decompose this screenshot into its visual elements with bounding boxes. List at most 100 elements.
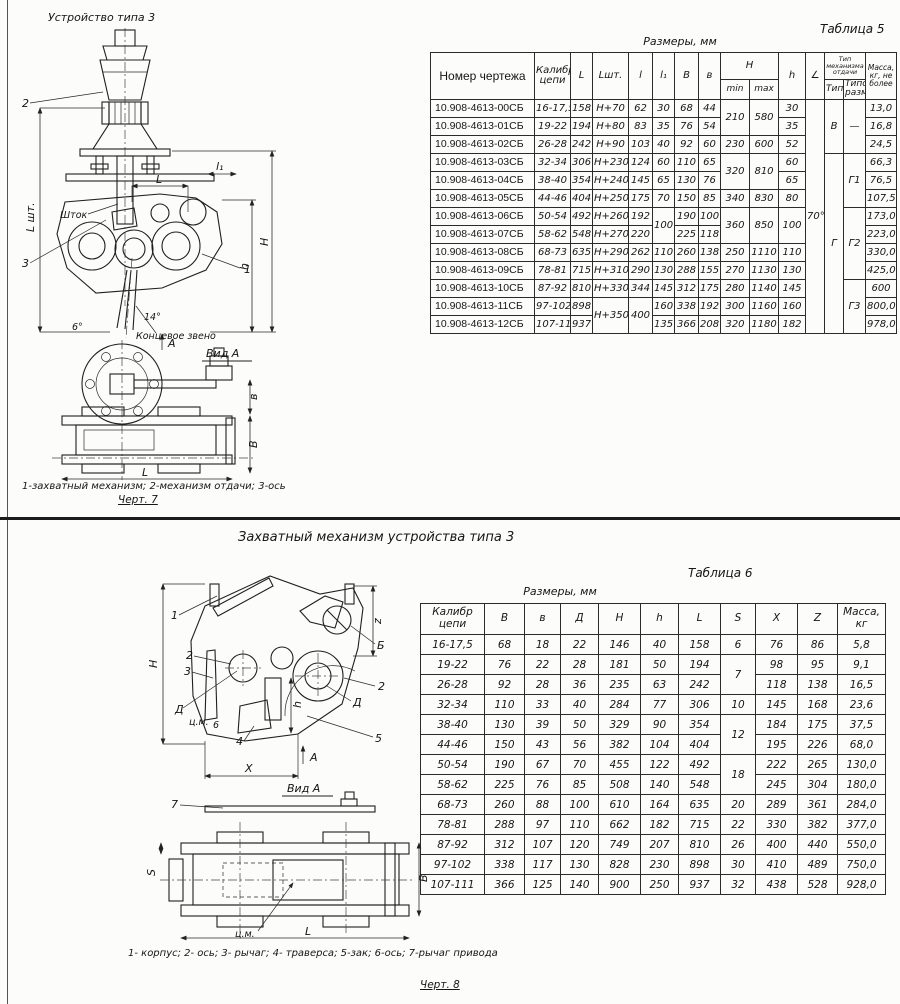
cell: 40 (560, 694, 599, 715)
cell: 10.908-4613-02СБ (430, 134, 535, 154)
cell: Г1 (843, 152, 866, 208)
cell: 354 (678, 714, 721, 735)
cell: 10.908-4613-03СБ (430, 152, 535, 172)
table-row: 10.908-4613-00СБ 16-17,5 158 H+70 62 30 … (430, 98, 897, 334)
cell: 158 (678, 634, 721, 655)
cell: 194 (570, 116, 593, 136)
col-header: S (720, 603, 756, 635)
cell: 192 (628, 206, 653, 226)
view-arrow-label: А (309, 751, 318, 764)
cell: 58-62 (534, 224, 571, 244)
cell: 10.908-4613-05СБ (430, 188, 535, 208)
fig8-caption: 1- корпус; 2- ось; 3- рычаг; 4- траверса… (128, 948, 498, 959)
table-row: 10.908-4613-02СБ 26-28 242 H+90 103 40 9… (430, 134, 897, 154)
cell: 749 (598, 834, 641, 855)
cell: 130 (560, 854, 599, 875)
table-row: 68-73 260 88 100 610 164 635 20 289 361 … (420, 794, 886, 815)
cell: 26-28 (534, 134, 571, 154)
cell: 140 (560, 874, 599, 895)
table-row: 10.908-4613-05СБ 44-46 404 H+250 175 70 … (430, 188, 897, 208)
cell: 145 (755, 694, 798, 715)
cell: 377,0 (837, 814, 886, 835)
cell: 750,0 (837, 854, 886, 875)
cell: 76 (698, 170, 721, 190)
callout-4: 4 (236, 735, 243, 748)
cell: 400 (628, 296, 653, 334)
cell: 85 (698, 188, 721, 208)
cell: 78-81 (534, 260, 571, 280)
cell: 230 (720, 134, 750, 154)
cell: 85 (560, 774, 599, 795)
cell: 230 (640, 854, 679, 875)
cell: 10.908-4613-09СБ (430, 260, 535, 280)
col-header: X (755, 603, 798, 635)
cell: — (843, 98, 866, 154)
cell: 175 (628, 188, 653, 208)
cell: 50 (640, 654, 679, 675)
cell: 9,1 (837, 654, 886, 675)
cell: 23,6 (837, 694, 886, 715)
cell: 610 (598, 794, 641, 815)
callout-3: 3 (184, 665, 191, 678)
col-header: l (628, 52, 653, 100)
cell: 100 (560, 794, 599, 815)
cell: 155 (698, 260, 721, 280)
dim-L-bottom-label: L (142, 466, 148, 479)
cell: 138 (698, 242, 721, 262)
cell: 110 (652, 242, 675, 262)
cell: 508 (598, 774, 641, 795)
col-header: ∠ (805, 52, 825, 100)
cell: 118 (698, 224, 721, 244)
cell: 10.908-4613-04СБ (430, 170, 535, 190)
cell: 290 (628, 260, 653, 280)
table-row: 38-40 130 39 50 329 90 354 12 184 175 37… (420, 714, 886, 755)
cell: 40 (652, 134, 675, 154)
cell: 16,8 (865, 116, 897, 136)
view-arrow-label: А (167, 337, 176, 350)
cell: 80 (778, 188, 806, 208)
cell: 288 (674, 260, 699, 280)
fig8-drawing: Н z h X А 1 2 3 Д ц.м. 6 4 5 Б 2 Д Вид А (145, 575, 430, 941)
cell: 6 (720, 634, 756, 655)
cell: 404 (678, 734, 721, 755)
cell: 50 (560, 714, 599, 735)
cell: 10.908-4613-07СБ (430, 224, 535, 244)
cell: 225 (674, 224, 699, 244)
cell: 30 (652, 98, 675, 118)
cell: 22 (720, 814, 756, 835)
cell: 118 (755, 674, 798, 695)
cell: 58-62 (420, 774, 485, 795)
cell: 150 (484, 734, 525, 755)
cell: 30 (720, 854, 756, 875)
cell: 40 (640, 634, 679, 655)
cell: 10.908-4613-01СБ (430, 116, 535, 136)
cell: H+240 (592, 170, 629, 190)
cell: 828 (598, 854, 641, 875)
cell: 145 (652, 278, 675, 298)
cell: В (824, 98, 844, 154)
col-header: Типо­размер (843, 79, 866, 100)
cell: 830 (749, 188, 779, 208)
cell: 250 (640, 874, 679, 895)
fig7-number: Черт. 7 (118, 494, 158, 506)
cell: 850 (749, 206, 779, 244)
table-row: 16-17,5 68 18 22 146 40 158 6 76 86 5,8 (420, 634, 886, 655)
cell: 97-102 (534, 296, 571, 316)
table5-label: Таблица 5 (820, 22, 885, 36)
cell: 168 (797, 694, 838, 715)
table-row: 10.908-4613-04СБ 38-40 354 H+240 145 65 … (430, 170, 897, 190)
cell: 662 (598, 814, 641, 835)
cell: H+250 (592, 188, 629, 208)
cell: 425,0 (865, 260, 897, 280)
cell: 715 (678, 814, 721, 835)
cell: 104 (640, 734, 679, 755)
cell: 181 (598, 654, 641, 675)
table-row: 10.908-4613-06СБ 50-54 492 H+260 192 100… (430, 206, 897, 280)
cell: 33 (524, 694, 561, 715)
shtok-label: Шток (60, 210, 88, 221)
cell: 68 (674, 98, 699, 118)
cell: 280 (720, 278, 750, 298)
cell: 366 (674, 314, 699, 334)
cell: 1180 (749, 314, 779, 334)
table6: Калибр цепи В в Д Н h L S X Z Масса, кг … (420, 603, 886, 895)
